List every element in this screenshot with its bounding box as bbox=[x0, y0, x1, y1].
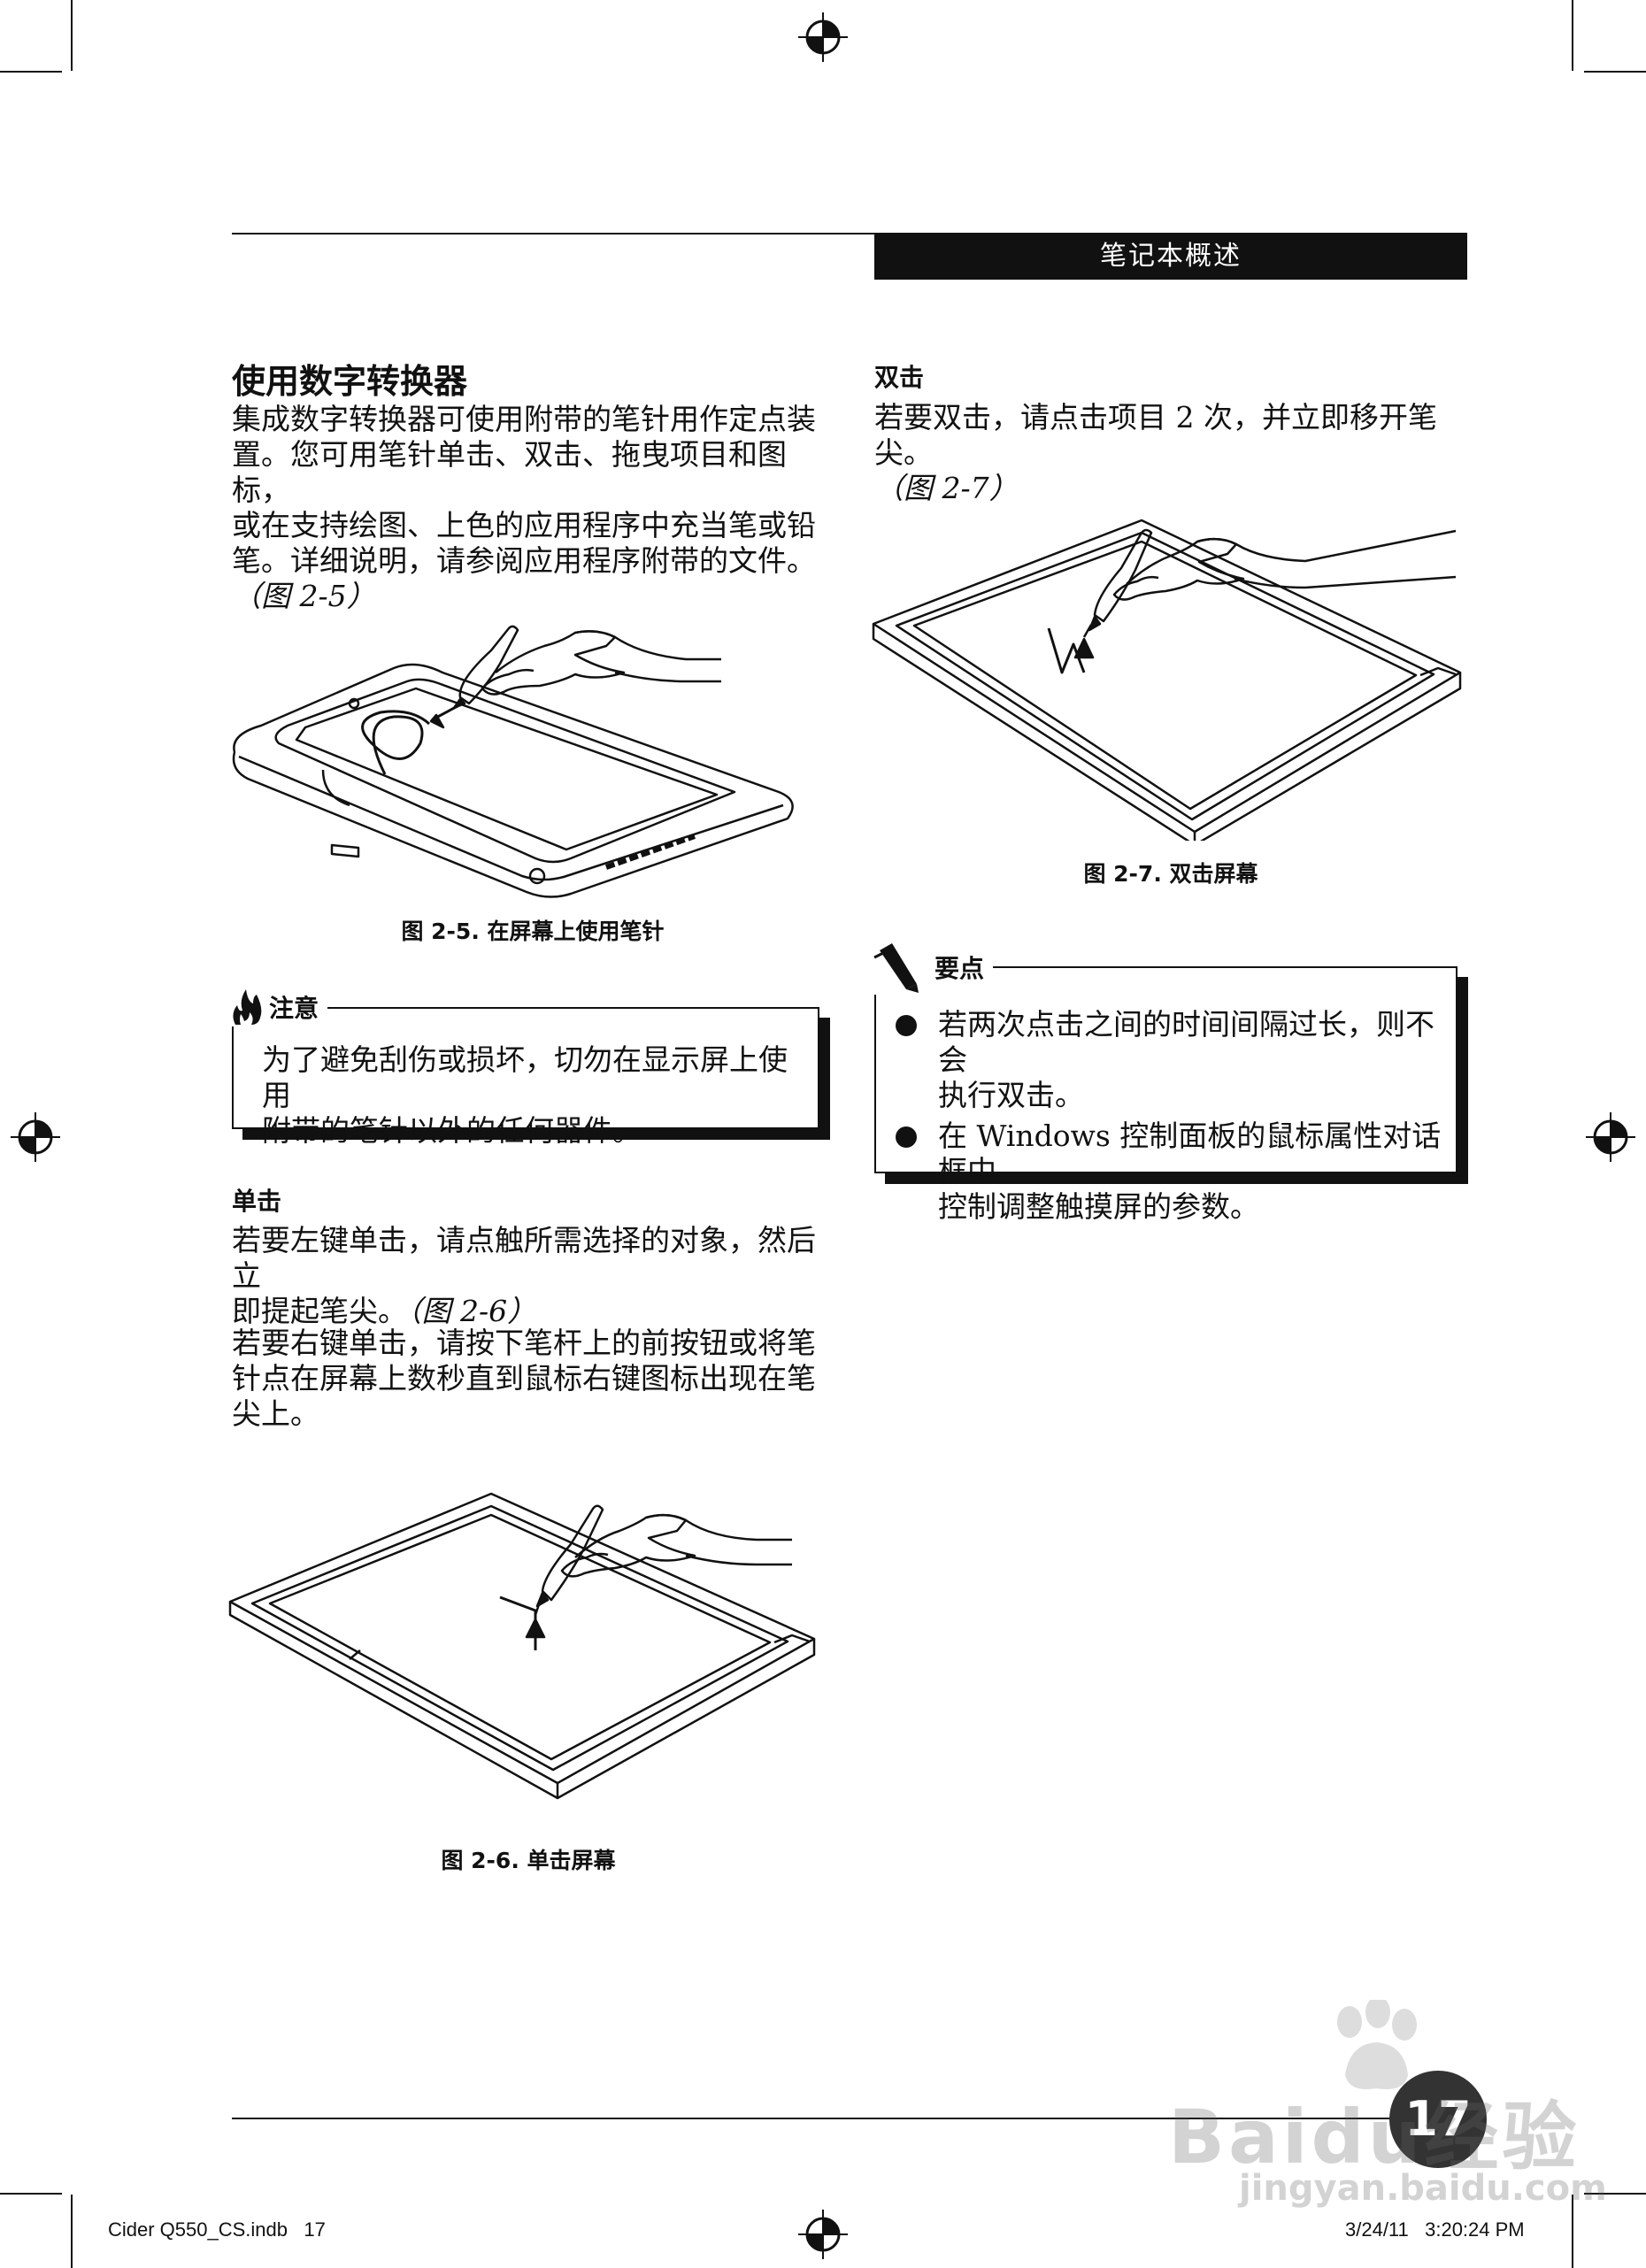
figure-2-7-caption: 图 2-7. 双击屏幕 bbox=[1083, 861, 1258, 887]
figure-2-5-caption: 图 2-5. 在屏幕上使用笔针 bbox=[401, 919, 665, 944]
single-click-heading: 单击 bbox=[232, 1187, 282, 1216]
caution-box bbox=[232, 1007, 819, 1129]
crop-mark bbox=[0, 2193, 62, 2195]
important-item: 若两次点击之间的时间间隔过长，则不会 执行双击。 bbox=[874, 1007, 1450, 1113]
intro-paragraph: 集成数字转换器可使用附带的笔针用作定点装 置。您可用笔针单击、双击、拖曳项目和图… bbox=[232, 402, 834, 614]
print-timestamp: 3/24/11 3:20:24 PM bbox=[1345, 2218, 1525, 2241]
important-item-line: 执行双击。 bbox=[938, 1078, 1084, 1112]
figure-2-5-illustration bbox=[226, 611, 836, 903]
watermark-url: jingyan.baidu.com bbox=[1239, 2168, 1607, 2209]
important-item: 在 Windows 控制面板的鼠标属性对话框中 控制调整触摸屏的参数。 bbox=[874, 1119, 1450, 1225]
figure-reference: （图 2-5） bbox=[232, 579, 376, 613]
important-box bbox=[874, 966, 1458, 1173]
double-click-heading: 双击 bbox=[874, 363, 925, 392]
single-click-line: 即提起笔尖。 bbox=[232, 1294, 407, 1328]
double-click-line: 若要双击，请点击项目 2 次，并立即移开笔尖。 bbox=[874, 400, 1437, 470]
crop-mark bbox=[1572, 2195, 1573, 2268]
intro-line: 或在支持绘图、上色的应用程序中充当笔或铅 bbox=[232, 508, 816, 542]
registration-mark-top bbox=[798, 12, 848, 62]
single-click-line: 若要左键单击，请点触所需选择的对象，然后立 bbox=[232, 1223, 816, 1293]
single-click-paragraph-1: 若要左键单击，请点触所需选择的对象，然后立 即提起笔尖。（图 2-6） bbox=[232, 1223, 834, 1329]
registration-mark-left bbox=[11, 1112, 60, 1162]
registration-mark-right bbox=[1586, 1112, 1635, 1162]
single-click-line: 尖上。 bbox=[232, 1396, 319, 1431]
caution-title-row: 注意 bbox=[227, 988, 328, 1026]
double-click-paragraph: 若要双击，请点击项目 2 次，并立即移开笔尖。 （图 2-7） bbox=[874, 400, 1476, 506]
important-list: 若两次点击之间的时间间隔过长，则不会 执行双击。 在 Windows 控制面板的… bbox=[874, 1007, 1450, 1230]
header-rule bbox=[232, 233, 1467, 234]
crop-mark bbox=[1572, 0, 1573, 71]
important-item-line: 在 Windows 控制面板的鼠标属性对话框中 bbox=[938, 1119, 1442, 1188]
caution-text: 为了避免刮伤或损坏，切勿在显示屏上使用 附带的笔针以外的任何器件。 bbox=[262, 1042, 802, 1149]
paw-icon bbox=[1337, 2000, 1417, 2089]
important-title-row: 要点 bbox=[869, 940, 994, 995]
intro-line: 置。您可用笔针单击、双击、拖曳项目和图标， bbox=[232, 437, 787, 507]
important-title: 要点 bbox=[935, 954, 985, 983]
important-item-line: 若两次点击之间的时间间隔过长，则不会 bbox=[938, 1007, 1434, 1077]
caution-line: 为了避免刮伤或损坏，切勿在显示屏上使用 bbox=[262, 1042, 788, 1112]
watermark-brand: Baidu经验 bbox=[1168, 2094, 1581, 2180]
crop-mark bbox=[71, 0, 73, 71]
file-info: Cider Q550_CS.indb 17 bbox=[108, 2218, 326, 2241]
bullet-icon bbox=[896, 1015, 917, 1036]
page-number-badge: 17 bbox=[1389, 2071, 1487, 2168]
crop-mark bbox=[1584, 71, 1646, 73]
watermark: Baidu经验 jingyan.baidu.com bbox=[1168, 2000, 1607, 2212]
flame-icon bbox=[233, 989, 262, 1025]
footer-rule bbox=[232, 2118, 1409, 2119]
figure-reference: （图 2-7） bbox=[874, 471, 1019, 505]
figure-2-6-illustration bbox=[226, 1469, 836, 1805]
caution-line: 附带的笔针以外的任何器件。 bbox=[262, 1113, 642, 1148]
figure-2-6-caption: 图 2-6. 单击屏幕 bbox=[441, 1848, 616, 1873]
crop-mark bbox=[71, 2195, 73, 2268]
registration-mark-bottom bbox=[798, 2210, 848, 2259]
single-click-line: 若要右键单击，请按下笔杆上的前按钮或将笔 bbox=[232, 1326, 816, 1360]
section-title-tab: 笔记本概述 bbox=[874, 234, 1467, 280]
crop-mark bbox=[0, 71, 62, 73]
figure-reference: （图 2-6） bbox=[407, 1294, 537, 1328]
single-click-line: 针点在屏幕上数秒直到鼠标右键图标出现在笔 bbox=[232, 1361, 816, 1395]
intro-line: 集成数字转换器可使用附带的笔针用作定点装 bbox=[232, 402, 816, 436]
bullet-icon bbox=[896, 1126, 917, 1148]
figure-2-7-illustration bbox=[872, 496, 1473, 847]
page-number: 17 bbox=[1404, 2091, 1472, 2147]
pencil-icon bbox=[873, 943, 919, 993]
single-click-paragraph-2: 若要右键单击，请按下笔杆上的前按钮或将笔 针点在屏幕上数秒直到鼠标右键图标出现在… bbox=[232, 1326, 834, 1432]
page-heading: 使用数字转换器 bbox=[232, 362, 468, 401]
caution-title: 注意 bbox=[269, 994, 319, 1023]
crop-mark bbox=[1584, 2193, 1646, 2195]
intro-line: 笔。详细说明，请参阅应用程序附带的文件。 bbox=[232, 543, 816, 578]
important-item-line: 控制调整触摸屏的参数。 bbox=[938, 1189, 1259, 1224]
section-title: 笔记本概述 bbox=[1100, 241, 1242, 272]
